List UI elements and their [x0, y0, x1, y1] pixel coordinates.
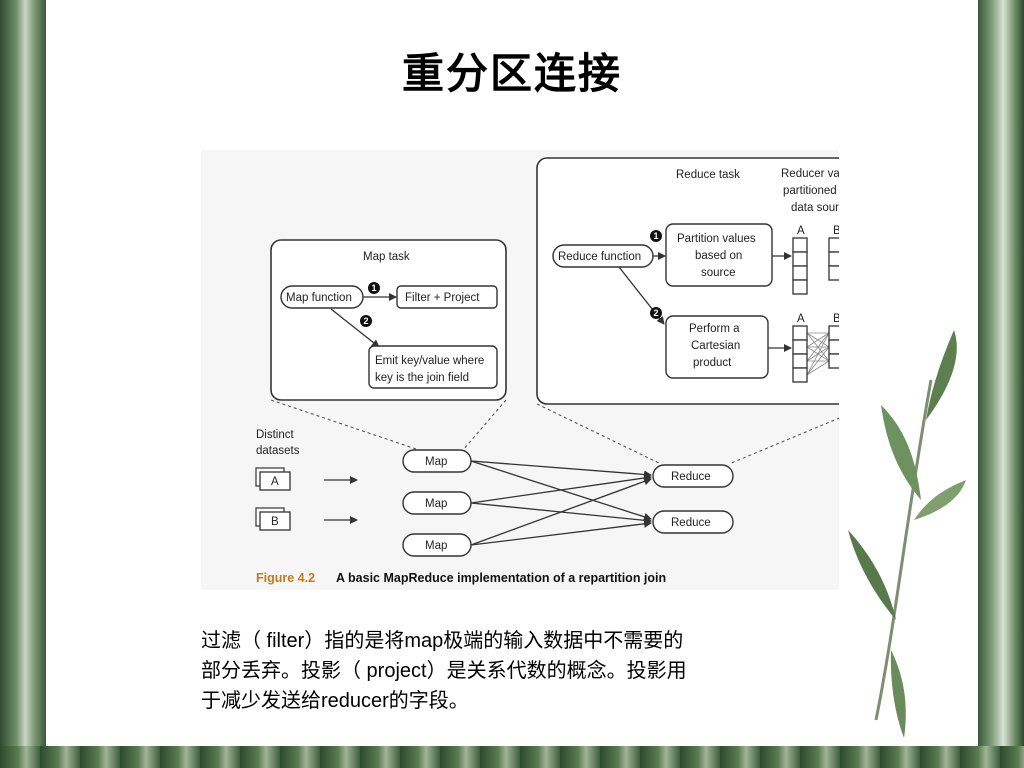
figure-caption-text: A basic MapReduce implementation of a re… — [336, 571, 666, 585]
cartesian-label-line2: Cartesian — [691, 340, 740, 352]
map-marker-2 — [360, 315, 372, 327]
reduce-task-title: Reduce task — [676, 169, 740, 181]
cartesian-label-line3: product — [693, 357, 732, 369]
emit-node — [368, 345, 498, 389]
arrow-map-to-emit — [330, 308, 380, 348]
figure-caption-number: Figure 4.2 — [256, 571, 315, 585]
map-marker-1 — [368, 282, 380, 294]
reduce-node-2-label: Reduce — [671, 517, 711, 529]
map-node-2-label: Map — [425, 498, 447, 510]
description-line-1: 过滤（ filter）指的是将map极端的输入数据中不需要的 — [201, 630, 684, 652]
reduce-node-2 — [652, 510, 734, 534]
cartesian-label-line1: Perform a — [689, 323, 740, 335]
reduce-marker-2 — [650, 307, 662, 319]
filter-project-node — [396, 285, 498, 309]
slide-description: 过滤（ filter）指的是将map极端的输入数据中不需要的 部分丢弃。投影（ … — [201, 626, 841, 716]
stack-b-bottom — [828, 325, 839, 369]
cartesian-cross-lines — [806, 332, 830, 376]
zoom-lines — [270, 399, 839, 465]
background-left-bamboo — [0, 0, 46, 768]
stack-a-label-top: A — [797, 225, 805, 237]
stack-b-label-bottom: B — [833, 313, 839, 325]
diagram-canvas: Map task Map function Filter + Project 1… — [255, 157, 839, 585]
reducer-values-header-2: partitioned by — [783, 185, 839, 197]
dataset-a-icon — [255, 467, 291, 491]
datasets-label-line1: Distinct — [256, 429, 295, 441]
bamboo-leaf-decoration — [848, 330, 966, 738]
partition-label-line1: Partition values — [677, 233, 756, 245]
partition-label-line2: based on — [695, 250, 742, 262]
datasets-label-line2: datasets — [256, 445, 300, 457]
reduce-marker-1 — [650, 230, 662, 242]
map-marker-1-text: 1 — [372, 283, 377, 293]
description-line-2: 部分丢弃。投影（ project）是关系代数的概念。投影用 — [201, 660, 687, 682]
map-node-3-label: Map — [425, 540, 447, 552]
dataset-b-label: B — [271, 516, 279, 528]
slide: 重分区连接 Map task Map function Filter + Pro… — [46, 0, 978, 746]
map-marker-2-text: 2 — [364, 316, 369, 326]
stack-b-label-top: B — [833, 225, 839, 237]
slide-title: 重分区连接 — [401, 49, 622, 98]
shuffle-arrows — [470, 460, 652, 546]
description-line-3: 于减少发送给reducer的字段。 — [201, 690, 469, 712]
map-node-3 — [402, 533, 472, 557]
dataset-a-label: A — [271, 476, 279, 488]
reduce-function-label: Reduce function — [558, 251, 641, 263]
reduce-node-1-label: Reduce — [671, 471, 711, 483]
background-right-bamboo — [978, 0, 1024, 768]
dataset-b-icon — [255, 507, 291, 531]
map-function-label: Map function — [286, 292, 352, 304]
partition-label-line3: source — [701, 267, 736, 279]
map-node-2 — [402, 491, 472, 515]
filter-project-label: Filter + Project — [405, 292, 480, 304]
stack-a-label-bottom: A — [797, 313, 805, 325]
stack-a-bottom — [792, 325, 808, 383]
background-bottom-strip — [0, 746, 1024, 768]
map-node-1-label: Map — [425, 456, 447, 468]
reduce-marker-2-text: 2 — [654, 308, 659, 318]
reduce-node-1 — [652, 464, 734, 488]
partition-values-node — [665, 223, 773, 287]
emit-label-line2: key is the join field — [375, 372, 469, 384]
stack-b-top — [828, 237, 839, 281]
reduce-marker-1-text: 1 — [654, 231, 659, 241]
reducer-values-header-1: Reducer values — [781, 168, 839, 180]
map-task-title: Map task — [363, 251, 410, 263]
cartesian-node — [665, 315, 769, 379]
stack-a-top — [792, 237, 808, 295]
reducer-values-header-3: data source — [791, 202, 839, 214]
figure-repartition-join: Map task Map function Filter + Project 1… — [201, 150, 839, 590]
map-node-1 — [402, 449, 472, 473]
emit-label-line1: Emit key/value where — [375, 355, 484, 367]
